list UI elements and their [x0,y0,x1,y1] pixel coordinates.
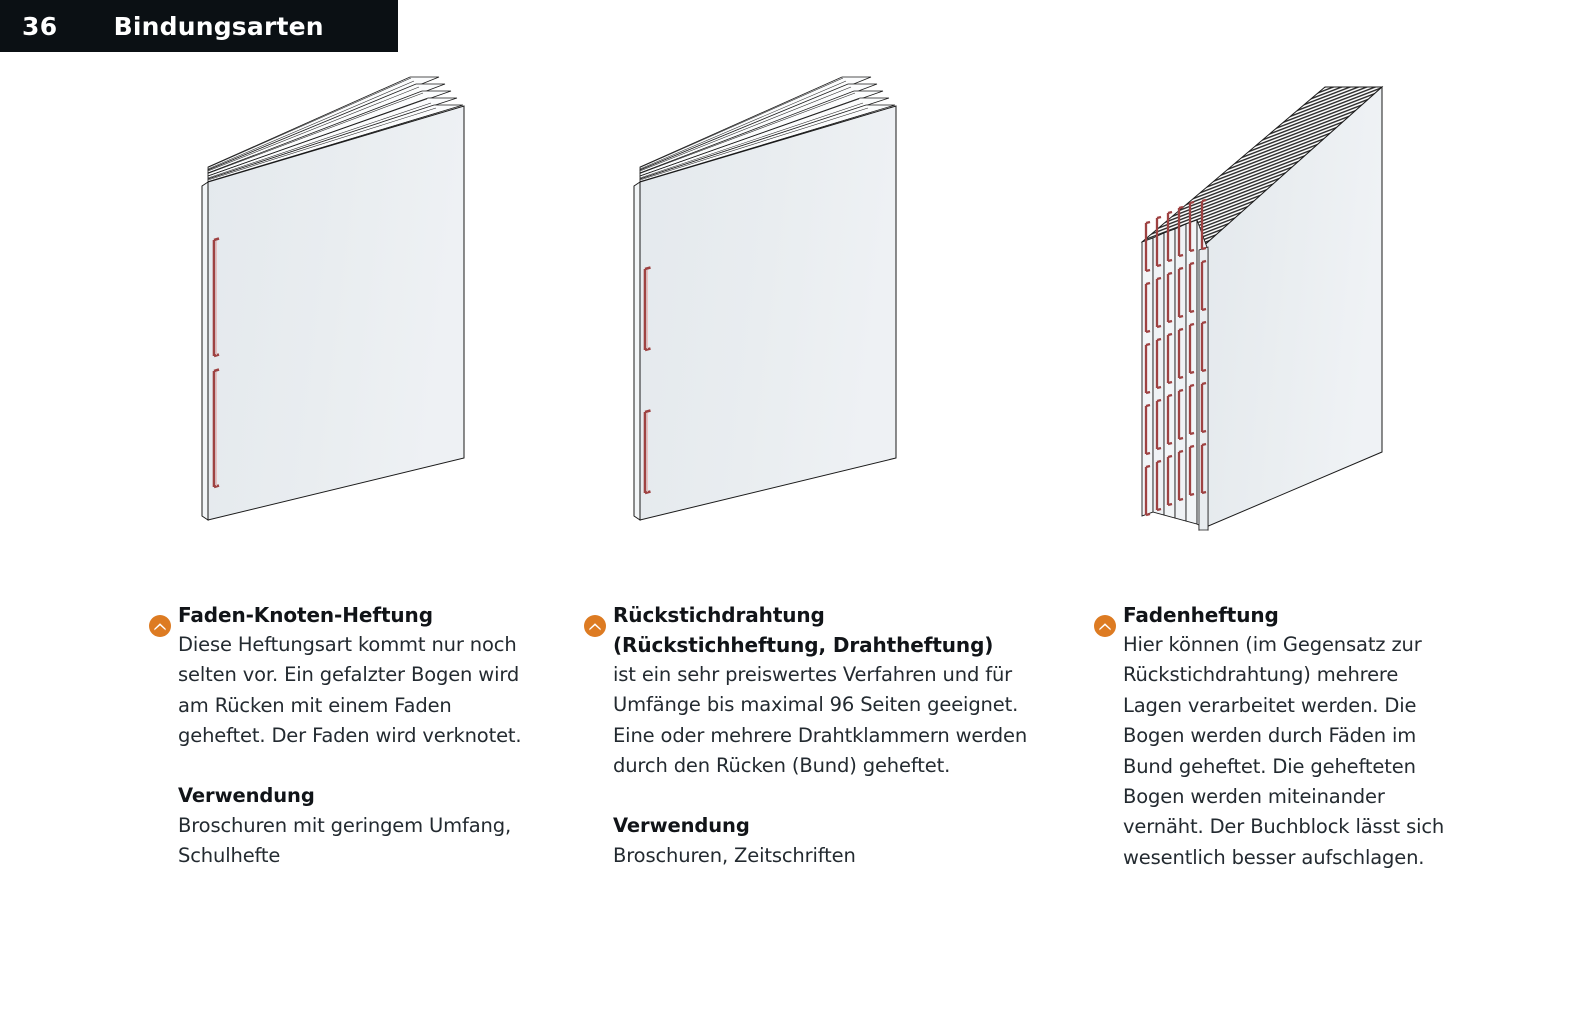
illustration-row [0,60,1574,580]
section-body: Hier können (im Gegensatz zur Rückstichd… [1123,633,1445,869]
book-spine-panel [633,181,641,521]
chevron-up-circle-icon [1094,615,1116,637]
heading-row: Faden-Knoten-Heftung [140,600,540,637]
subsection-heading: Verwendung [178,783,315,807]
section-heading: Fadenheftung [1123,603,1279,627]
chevron-up-circle-icon [584,615,606,637]
heading-row: Rückstichdrahtung [575,600,1045,637]
subsection-body: Broschuren, Zeitschriften [613,843,856,867]
thread-stitches [212,237,220,489]
column-fadenheftung: Fadenheftung Hier können (im Gegensatz z… [1085,600,1455,873]
faden-knoten-heftung-illustration [140,60,560,570]
chevron-up-circle-icon [149,615,171,637]
section-body: ist ein sehr preiswertes Verfahren und f… [613,663,1028,778]
heading-row: Fadenheftung [1085,600,1455,637]
subsection-body: Broschuren mit geringem Umfang, Schulhef… [178,813,512,868]
subsection-heading: Verwendung [613,813,750,837]
rueckstichdrahtung-illustration [572,60,992,570]
section-heading: Faden-Knoten-Heftung [178,603,433,627]
section-heading: Rückstichdrahtung [613,603,825,627]
book-spine-panel [201,181,209,521]
page-number: 36 [22,11,58,41]
column-faden-knoten-heftung: Faden-Knoten-Heftung Diese Heftungsart k… [140,600,540,871]
wire-staples [643,266,651,495]
section-heading-line2: (Rückstichheftung, Drahtheftung) [613,633,994,657]
signature-spines [1141,219,1209,531]
thread-stitches [1144,198,1207,517]
page-header-bar: 36 Bindungsarten [0,0,398,52]
column-rueckstichdrahtung: Rückstichdrahtung (Rückstichheftung, Dra… [575,600,1045,871]
page-title: Bindungsarten [113,11,324,41]
fadenheftung-illustration [1052,60,1472,570]
section-body: Diese Heftungsart kommt nur noch selten … [178,633,522,748]
